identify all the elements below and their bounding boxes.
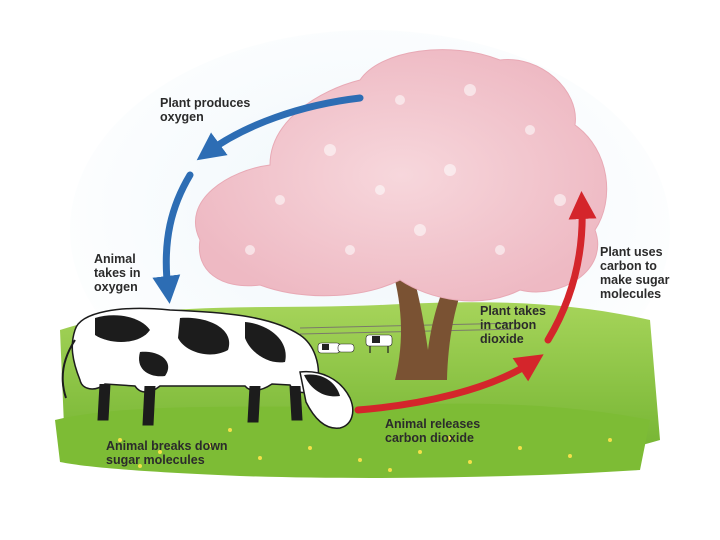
label-animal-releases-carbon-dioxide: Animal releases carbon dioxide: [385, 417, 480, 445]
label-plant-uses-carbon: Plant uses carbon to make sugar molecule…: [600, 245, 669, 301]
label-plant-produces-oxygen: Plant produces oxygen: [160, 96, 250, 124]
label-animal-takes-in-oxygen: Animal takes in oxygen: [94, 252, 141, 294]
label-animal-breaks-down-sugar: Animal breaks down sugar molecules: [106, 439, 228, 467]
label-plant-takes-in-carbon-dioxide: Plant takes in carbon dioxide: [480, 304, 546, 346]
